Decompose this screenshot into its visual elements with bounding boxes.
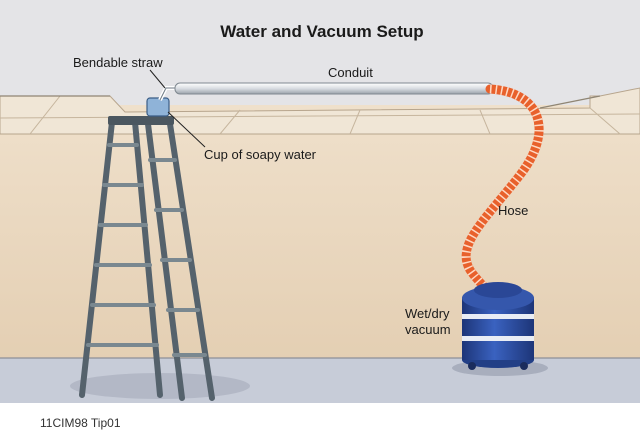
conduit: [174, 82, 494, 95]
ceiling-grid-line: [29, 95, 61, 135]
label-conduit: Conduit: [328, 65, 373, 80]
vacuum-stripe: [462, 314, 534, 319]
vacuum-wheel: [520, 362, 528, 370]
hose-ribbing: [461, 84, 544, 304]
bendable-straw-outline: [159, 87, 178, 101]
label-hose: Hose: [498, 203, 528, 218]
wall: [0, 105, 640, 360]
ladder-top-cap: [108, 116, 174, 125]
ceiling-grid-line: [589, 107, 621, 135]
vacuum-wheel: [468, 362, 476, 370]
ceiling-grid-line: [219, 109, 241, 135]
ceiling-grid-line: [349, 109, 361, 135]
label-vacuum-line1: Wet/dry: [405, 306, 450, 321]
ladder-rungs: [86, 143, 207, 357]
ceiling-grid-line: [479, 109, 491, 135]
leader-bendable-straw: [149, 69, 166, 89]
soapy-water-cup: [146, 97, 170, 117]
caption-strip: [0, 403, 640, 448]
vacuum-lid-top: [474, 282, 522, 298]
ceiling-edge-line: [539, 95, 601, 109]
label-bendable-straw: Bendable straw: [73, 55, 163, 70]
diagram-title: Water and Vacuum Setup: [220, 22, 423, 41]
vacuum-stripe: [462, 336, 534, 341]
label-cup: Cup of soapy water: [204, 147, 317, 162]
leader-cup: [167, 111, 206, 148]
label-vacuum-line2: vacuum: [405, 322, 451, 337]
figure-caption: 11CIM98 Tip01: [40, 416, 121, 430]
